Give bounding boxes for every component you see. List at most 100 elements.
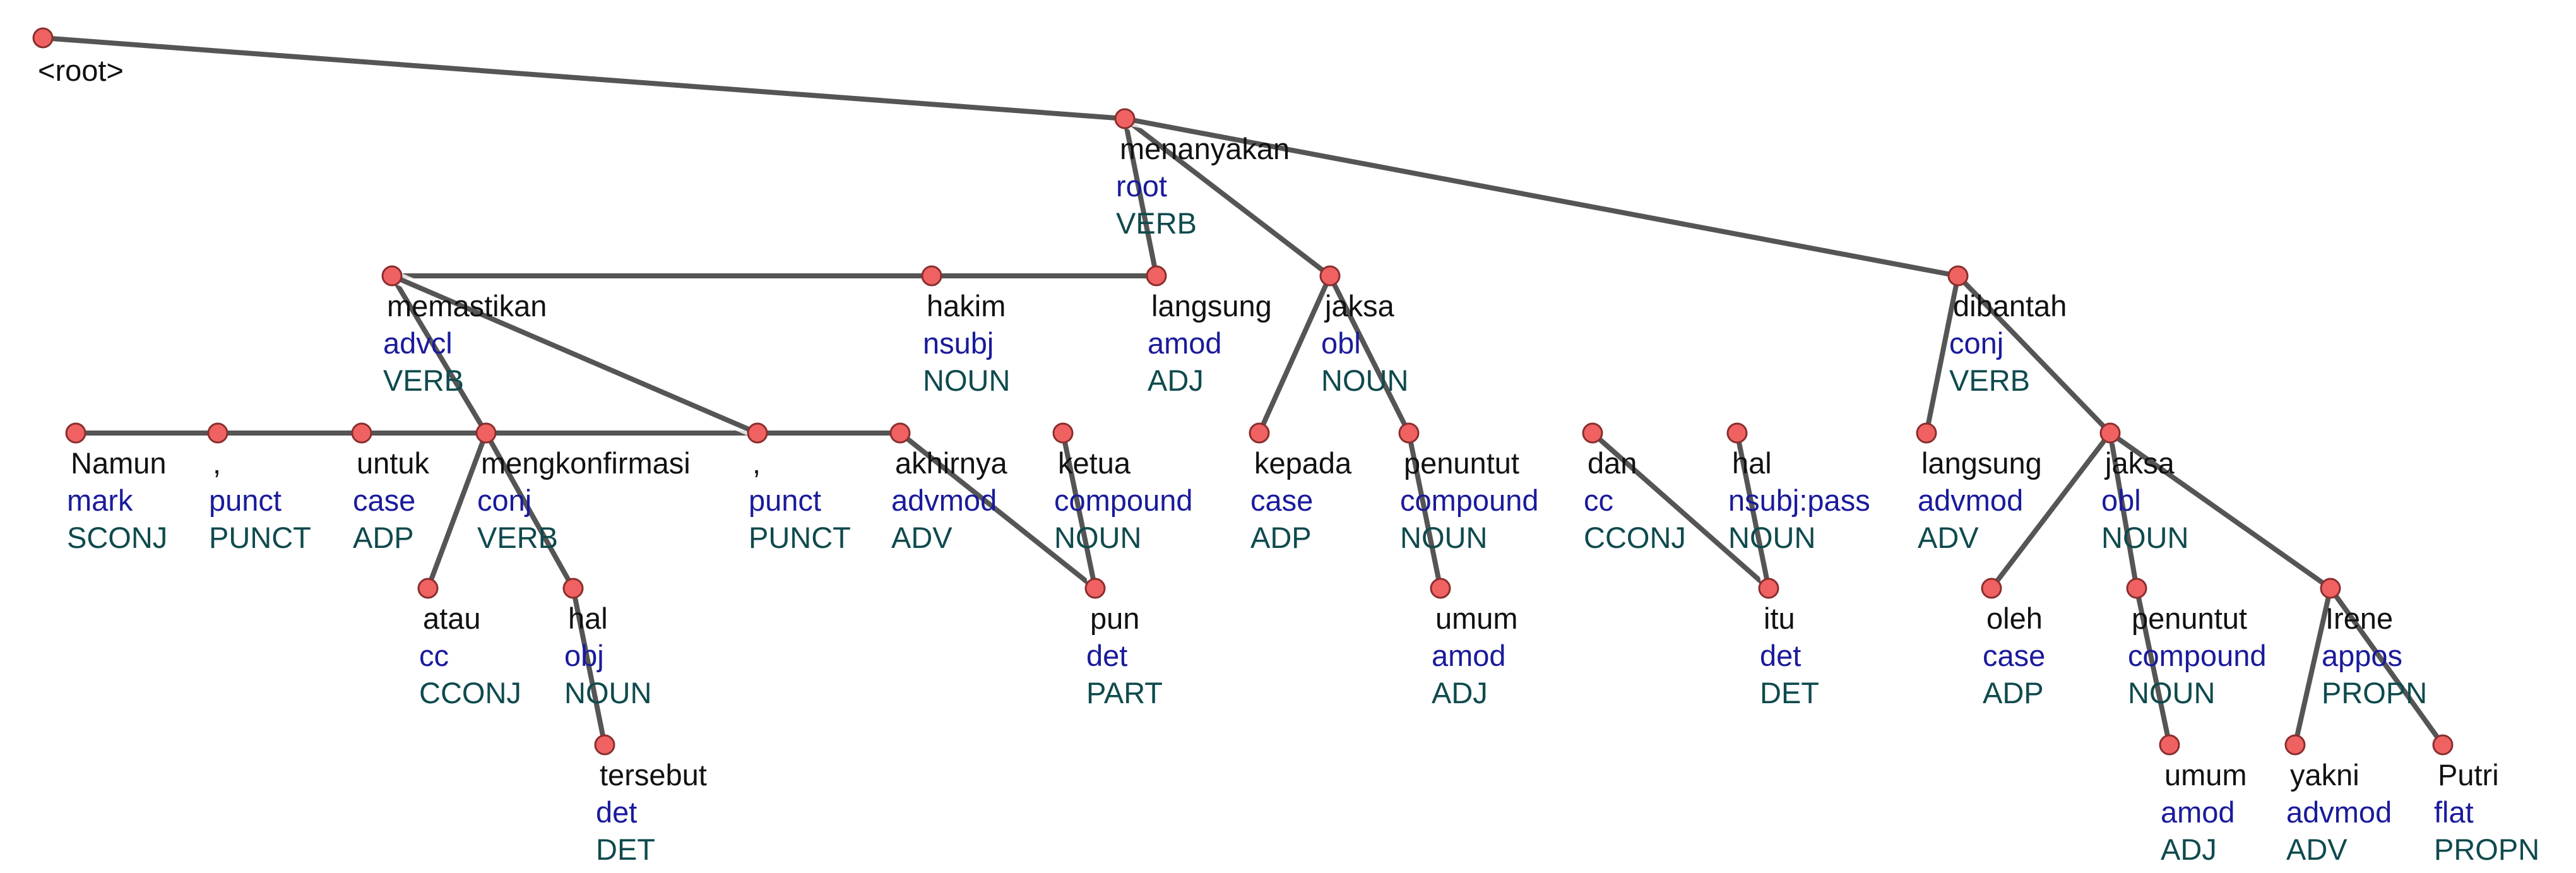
token-node	[1319, 265, 1341, 287]
token-node	[1430, 578, 1451, 599]
token-deprel: obj	[564, 639, 604, 672]
token-word: pun	[1090, 602, 1139, 635]
token-word: penuntut	[2132, 602, 2247, 635]
token-deprel: conj	[477, 484, 531, 517]
token-node	[747, 422, 768, 444]
token-deprel: nsubj	[923, 326, 994, 360]
token-word: hal	[1732, 446, 1772, 480]
token-word: tersebut	[600, 758, 707, 792]
token-node	[921, 265, 942, 287]
token-word: Irene	[2325, 602, 2393, 635]
token-node	[2099, 422, 2121, 444]
token-word: yakni	[2290, 758, 2359, 792]
dependency-edge	[425, 431, 489, 591]
token-labels: <root> NamunmarkSCONJ,punctPUNCTuntukcas…	[38, 54, 2539, 866]
token-upos: VERB	[477, 521, 558, 554]
token-upos: VERB	[383, 364, 464, 397]
token-word: atau	[423, 602, 480, 635]
token-word: kepada	[1254, 446, 1352, 480]
token-word: dibantah	[1953, 289, 2067, 323]
token-upos: ADJ	[1432, 676, 1488, 710]
token-node	[417, 578, 439, 599]
token-deprel: compound	[1054, 484, 1193, 517]
token-node	[2159, 734, 2180, 756]
root-label: <root>	[38, 54, 124, 87]
dependency-edge	[2108, 431, 2333, 591]
token-word: umum	[1435, 602, 1518, 635]
token-deprel: punct	[749, 484, 821, 517]
token-deprel: cc	[1584, 484, 1613, 517]
dependency-edge	[1924, 273, 1961, 436]
dependency-edge	[40, 35, 1127, 121]
token-word: memastikan	[387, 289, 547, 323]
token-deprel: case	[353, 484, 415, 517]
dependency-edge	[2134, 586, 2172, 747]
token-node	[1249, 422, 1270, 444]
token-upos: NOUN	[1054, 521, 1141, 554]
token-node	[2432, 734, 2454, 756]
token-deprel: amod	[2161, 795, 2235, 829]
token-word: jaksa	[1324, 289, 1395, 323]
dependency-edge	[571, 586, 607, 747]
token-node	[2284, 734, 2306, 756]
token-node	[1114, 108, 1136, 129]
token-deprel: det	[596, 795, 637, 829]
token-upos: NOUN	[564, 676, 651, 710]
token-upos: SCONJ	[67, 521, 167, 554]
token-deprel: compound	[1400, 484, 1539, 517]
token-word: menanyakan	[1120, 132, 1290, 165]
token-deprel: advmod	[891, 484, 997, 517]
token-deprel: advmod	[2286, 795, 2392, 829]
dependency-edge	[1122, 116, 1961, 278]
dependency-edges	[37, 32, 2449, 751]
token-deprel: mark	[67, 484, 133, 517]
token-deprel: amod	[1148, 326, 1222, 360]
token-word: umum	[2164, 758, 2247, 792]
token-upos: PROPN	[2434, 833, 2539, 866]
token-node	[1916, 422, 1937, 444]
token-deprel: appos	[2322, 639, 2402, 672]
token-node	[1398, 422, 1420, 444]
token-word: oleh	[1986, 602, 2043, 635]
token-upos: CCONJ	[1584, 521, 1686, 554]
token-node	[1084, 578, 1106, 599]
token-word: ketua	[1058, 446, 1131, 480]
token-upos: DET	[596, 833, 655, 866]
token-deprel: conj	[1949, 326, 2003, 360]
token-deprel: obl	[2101, 484, 2141, 517]
dependency-edge	[1060, 431, 1098, 591]
dependency-edge	[389, 273, 760, 436]
token-upos: ADV	[2286, 833, 2347, 866]
token-word: langsung	[1921, 446, 2042, 480]
token-word: ,	[752, 446, 761, 480]
token-deprel: root	[1116, 169, 1167, 203]
token-upos: NOUN	[1728, 521, 1815, 554]
token-node	[1582, 422, 1603, 444]
token-deprel: advcl	[383, 326, 453, 360]
token-word: ,	[213, 446, 221, 480]
token-node	[2320, 578, 2341, 599]
token-deprel: det	[1086, 639, 1127, 672]
dependency-edge	[1327, 273, 1411, 436]
token-upos: PUNCT	[749, 521, 851, 554]
token-upos: ADJ	[1148, 364, 1204, 397]
token-upos: PUNCT	[209, 521, 311, 554]
token-upos: ADP	[353, 521, 414, 554]
token-node	[351, 422, 372, 444]
token-node	[1726, 422, 1748, 444]
token-word: jaksa	[2104, 446, 2175, 480]
token-word: Namun	[71, 446, 167, 480]
token-node	[562, 578, 584, 599]
token-upos: NOUN	[1321, 364, 1408, 397]
dependency-edge	[484, 431, 576, 591]
token-word: Putri	[2438, 758, 2499, 792]
token-upos: NOUN	[2101, 521, 2188, 554]
token-deprel: case	[1983, 639, 2045, 672]
dependency-edge	[1989, 431, 2113, 591]
token-node	[594, 734, 615, 756]
token-word: hakim	[927, 289, 1006, 323]
token-deprel: flat	[2434, 795, 2474, 829]
token-deprel: punct	[209, 484, 282, 517]
token-upos: ADV	[891, 521, 953, 554]
